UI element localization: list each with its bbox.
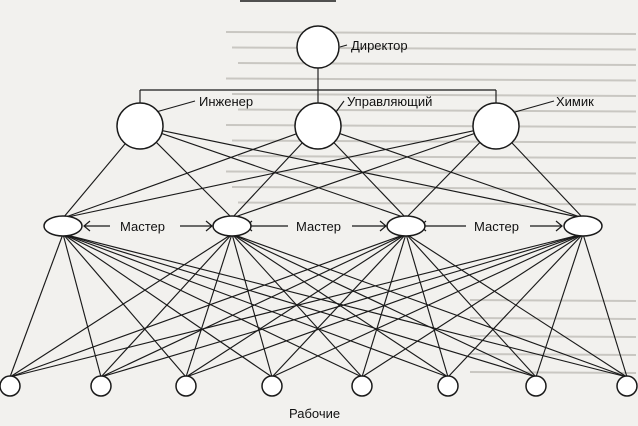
chemist-label: Химик [556,94,594,109]
manager-node [294,102,342,150]
foreman-worker-line [9,233,407,378]
bleed-line [237,62,637,66]
manager-foreman-line [231,125,497,219]
manager-foreman-line [62,125,319,219]
foreman-arrows [83,220,563,232]
foreman-worker-line [361,233,584,378]
foreman-worker-line [405,233,537,378]
foreman-worker-line [100,233,233,378]
foreman-worker-line [100,233,407,378]
foreman-worker-line [447,233,584,378]
director-label: Директор [351,38,408,53]
foreman-worker-line [9,233,233,378]
foreman-worker-line [231,233,628,378]
foreman-node-4 [563,215,603,237]
foreman-worker-line [62,233,537,378]
foreman-worker-line [62,233,187,378]
foreman-worker-line [185,233,584,378]
bleed-line [237,108,637,113]
worker-node-7 [525,375,547,397]
foreman-worker-line [62,233,363,378]
manager-foreman-line [62,125,497,219]
bleed-line [225,31,637,35]
foreman-label-2: Мастер [296,219,341,234]
worker-node-6 [437,375,459,397]
worker-node-1 [0,375,21,397]
bleed-line [469,317,637,320]
chemist-node [472,102,520,150]
nodes [0,25,638,397]
foreman-worker-line [62,233,449,378]
foreman-worker-line [100,233,584,378]
foreman-worker-line [62,233,102,378]
manager-foreman-line [139,125,407,219]
foreman-worker-line [405,233,628,378]
foreman-worker-line [9,233,64,378]
director-bracket [139,67,497,103]
foreman-worker-line [582,233,628,378]
foreman-worker-line [535,233,584,378]
foreman-worker-line [231,233,273,378]
engineer-node [116,102,164,150]
foreman-worker-line [62,233,273,378]
foreman-label-3: Мастер [474,219,519,234]
foreman-worker-line [271,233,584,378]
foreman-worker-line [271,233,407,378]
workers-label: Рабочие [289,406,340,421]
bleed-line [237,201,637,206]
director-node [296,25,340,69]
bleed-line [237,155,637,159]
bleed-line [469,335,637,338]
worker-node-5 [351,375,373,397]
worker-node-3 [175,375,197,397]
worker-node-8 [616,375,638,397]
bleed-line [225,170,637,175]
worker-node-2 [90,375,112,397]
bleed-line [469,299,637,302]
bleed-line [225,124,637,128]
foreman-node-2 [212,215,252,237]
bleed-line [225,77,637,82]
bleed-line [231,46,637,51]
foreman-worker-line [9,233,584,378]
bleed-line [469,353,637,356]
manager-label: Управляющий [347,94,432,109]
foreman-node-1 [43,215,83,237]
foreman-worker-line [62,233,628,378]
connection-lines [9,125,628,378]
bleed-line [231,139,637,144]
foreman-label-1: Мастер [120,219,165,234]
engineer-label: Инженер [199,94,253,109]
foreman-node-3 [386,215,426,237]
label-leaders [155,44,555,113]
worker-node-4 [261,375,283,397]
bleed-line [231,186,637,190]
bleed-line [231,93,637,97]
